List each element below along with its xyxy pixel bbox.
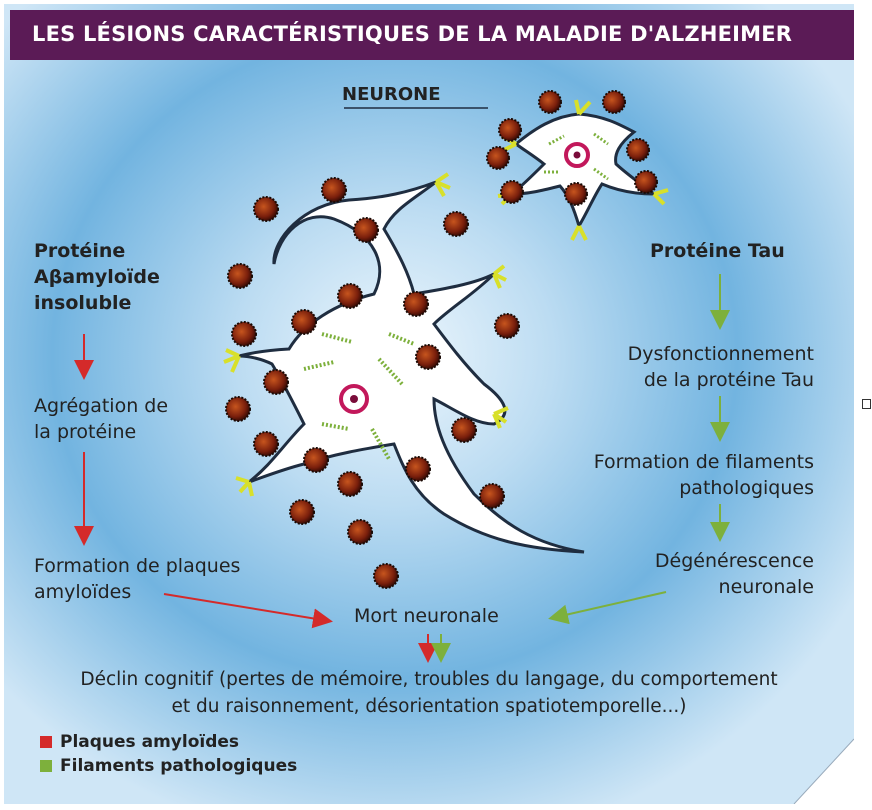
- legend-item-plaques: Plaques amyloïdes: [40, 731, 239, 753]
- legend-label-plaques: Plaques amyloïdes: [60, 732, 240, 752]
- legend-label-filaments: Filaments pathologiques: [60, 756, 298, 776]
- abeta-heading-line3: insoluble: [34, 292, 132, 314]
- tau-dysfunction-line2: de la protéine Tau: [643, 369, 814, 391]
- title-bar: LES LÉSIONS CARACTÉRISTIQUES DE LA MALAD…: [10, 10, 854, 60]
- cognitive-decline-line2: et du raisonnement, désorientation spati…: [171, 696, 687, 717]
- plaques-formation-line1: Formation de plaques: [34, 555, 241, 577]
- aggregation-line2: la protéine: [34, 421, 137, 443]
- abeta-heading-line2: Aβamyloïde: [34, 266, 160, 288]
- neuron-illustration: [223, 90, 669, 589]
- tau-heading: Protéine Tau: [650, 240, 785, 262]
- green-arrow-4: [548, 591, 667, 625]
- legend-swatch-red: [40, 736, 52, 748]
- legend-item-filaments: Filaments pathologiques: [40, 755, 297, 777]
- plaques-formation-line2: amyloïdes: [34, 581, 132, 603]
- tau-dysfunction-line1: Dysfonctionnement: [627, 343, 814, 365]
- arrows-layer: [74, 274, 730, 663]
- degeneration-line1: Dégénérescence: [654, 550, 814, 572]
- abeta-heading-line1: Protéine: [34, 240, 126, 262]
- cognitive-decline-line1: Déclin cognitif (pertes de mémoire, trou…: [80, 669, 778, 690]
- side-marker: [862, 399, 871, 409]
- small-neuron: [497, 99, 669, 241]
- filaments-formation-line2: pathologiques: [679, 477, 814, 499]
- large-neuron: [223, 172, 585, 554]
- neuronal-death: Mort neuronale: [354, 605, 499, 627]
- red-arrow-3: [163, 593, 333, 629]
- degeneration-line2: neuronale: [718, 576, 814, 598]
- diagram-panel: LES LÉSIONS CARACTÉRISTIQUES DE LA MALAD…: [4, 4, 854, 804]
- legend-swatch-green: [40, 760, 52, 772]
- neuron-label: NEURONE: [342, 84, 441, 105]
- page-title: LES LÉSIONS CARACTÉRISTIQUES DE LA MALAD…: [32, 22, 793, 46]
- aggregation-line1: Agrégation de: [34, 395, 169, 417]
- filaments-formation-line1: Formation de filaments: [593, 451, 814, 473]
- amyloid-plaques: [225, 90, 658, 589]
